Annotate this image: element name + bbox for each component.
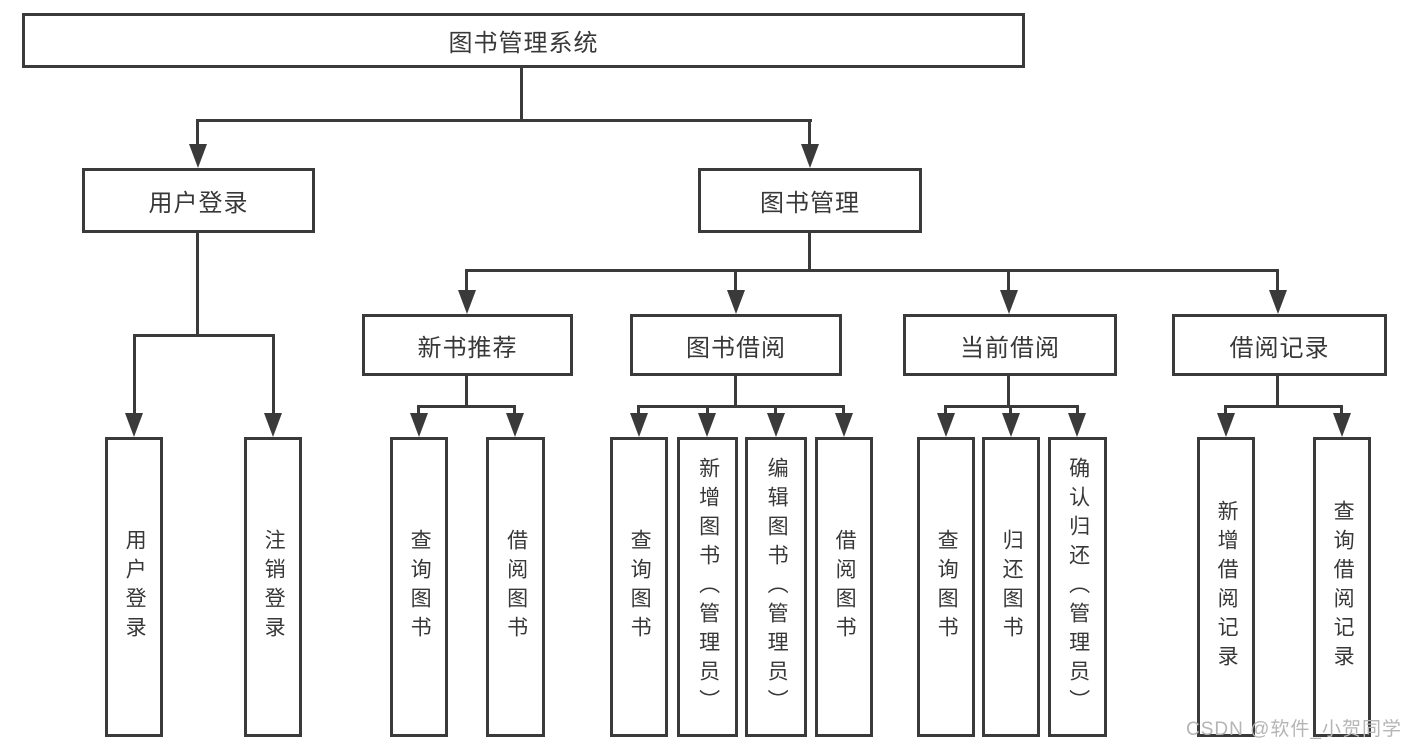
node-book-management-label: 图书管理 [760,190,860,217]
leaf-add-borrow-record: 新增借阅记录 [1197,437,1255,737]
connector-line [1224,405,1227,415]
node-current-borrow: 当前借阅 [903,314,1117,376]
connector-line [1076,405,1079,415]
leaf-return-books-label: 归还图书 [1000,529,1024,645]
leaf-user-login: 用户登录 [105,437,163,737]
connector-line [734,376,737,407]
arrowhead-icon [458,290,476,314]
leaf-confirm-return-admin: 确认归还（管理员） [1048,437,1107,737]
arrowhead-icon [1068,413,1086,437]
arrowhead-icon [264,413,282,437]
arrowhead-icon [410,413,428,437]
connector-line [272,334,275,415]
connector-line [808,119,811,148]
leaf-recommend-borrow-books-label: 借阅图书 [504,529,528,645]
leaf-recommend-query-books: 查询图书 [390,437,448,737]
leaf-recommend-borrow-books: 借阅图书 [486,437,545,737]
connector-line [465,269,1279,272]
connector-line [1007,269,1010,293]
connector-line [196,119,812,122]
connector-line [1224,405,1343,408]
leaf-current-query-books-label: 查询图书 [935,529,959,645]
connector-line [465,376,468,407]
node-book-management: 图书管理 [698,168,922,233]
connector-line [706,405,709,415]
leaf-logout: 注销登录 [244,437,302,737]
leaf-add-books-admin-label: 新增图书（管理员） [696,456,720,718]
node-user-login: 用户登录 [82,168,315,233]
node-user-login-label: 用户登录 [148,190,249,217]
leaf-add-books-admin: 新增图书（管理员） [677,437,738,737]
connector-line [513,405,516,415]
arrowhead-icon [727,290,745,314]
connector-line [1276,376,1279,407]
node-root-label: 图书管理系统 [448,30,599,57]
connector-line [1276,269,1279,293]
connector-line [1009,405,1012,415]
arrowhead-icon [125,413,143,437]
leaf-query-borrow-record-label: 查询借阅记录 [1331,500,1355,674]
connector-line [196,119,199,148]
connector-line [944,405,947,415]
arrowhead-icon [767,413,785,437]
connector-line [133,334,274,337]
connector-line [196,233,199,336]
leaf-borrow-query-books-label: 查询图书 [628,529,652,645]
connector-line [465,269,468,293]
leaf-borrow-books: 借阅图书 [815,437,873,737]
node-book-borrow: 图书借阅 [630,314,842,376]
connector-line [774,405,777,415]
arrowhead-icon [937,413,955,437]
connector-line [1340,405,1343,415]
connector-line [734,269,737,293]
arrowhead-icon [1000,290,1018,314]
node-borrow-records: 借阅记录 [1172,314,1387,376]
leaf-current-query-books: 查询图书 [917,437,975,737]
arrowhead-icon [189,144,207,168]
arrowhead-icon [1333,413,1351,437]
arrowhead-icon [506,413,524,437]
connector-line [842,405,845,415]
connector-line [520,68,523,122]
node-book-borrow-label: 图书借阅 [686,334,786,362]
arrowhead-icon [1269,290,1287,314]
node-new-book-recommend: 新书推荐 [362,314,573,376]
leaf-recommend-query-books-label: 查询图书 [408,529,432,645]
connector-line [637,405,640,415]
arrowhead-icon [835,413,853,437]
leaf-borrow-query-books: 查询图书 [610,437,668,737]
connector-line [133,334,136,415]
node-current-borrow-label: 当前借阅 [960,334,1060,362]
connector-line [637,405,845,408]
leaf-user-login-label: 用户登录 [123,529,147,645]
leaf-edit-books-admin-label: 编辑图书（管理员） [765,456,789,718]
leaf-add-borrow-record-label: 新增借阅记录 [1215,500,1239,674]
leaf-logout-label: 注销登录 [262,529,286,645]
connector-line [417,405,420,415]
arrowhead-icon [1217,413,1235,437]
arrowhead-icon [801,144,819,168]
node-new-book-recommend-label: 新书推荐 [417,334,518,362]
csdn-watermark: CSDN @软件_小贺同学 [1186,719,1402,740]
arrowhead-icon [1002,413,1020,437]
leaf-query-borrow-record: 查询借阅记录 [1313,437,1371,737]
node-borrow-records-label: 借阅记录 [1229,334,1330,362]
leaf-return-books: 归还图书 [982,437,1040,737]
arrowhead-icon [630,413,648,437]
connector-line [808,233,811,272]
arrowhead-icon [698,413,716,437]
connector-line [1007,376,1010,407]
connector-line [417,405,516,408]
leaf-borrow-books-label: 借阅图书 [833,529,857,645]
node-root: 图书管理系统 [22,13,1025,68]
leaf-confirm-return-admin-label: 确认归还（管理员） [1066,456,1090,718]
leaf-edit-books-admin: 编辑图书（管理员） [745,437,807,737]
